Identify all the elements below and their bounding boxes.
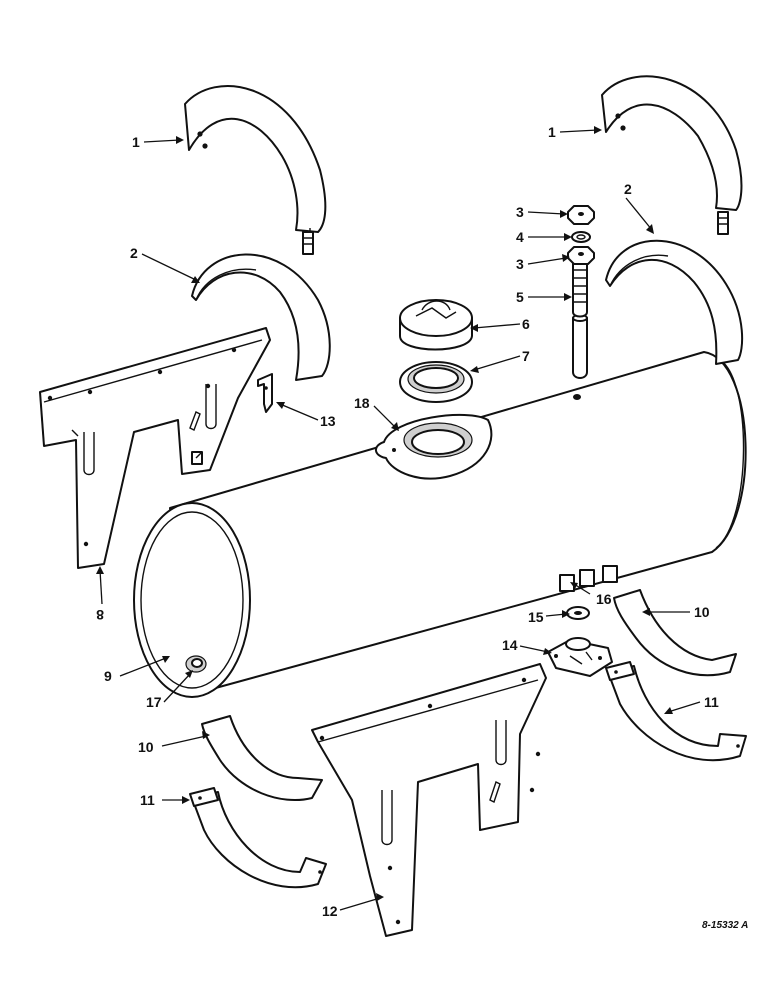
upper-pad-right	[605, 239, 744, 365]
right-saddle-bracket	[311, 663, 547, 937]
callout-17: 17	[146, 694, 162, 710]
drain-plug	[185, 655, 207, 673]
callout-8: 8	[96, 607, 104, 623]
upper-pad-left	[191, 253, 331, 381]
callout-3-lower: 3	[516, 256, 524, 272]
lower-strap-right	[605, 661, 747, 762]
lower-pad-right	[613, 589, 737, 677]
callout-4: 4	[516, 229, 524, 245]
upper-strap-left	[184, 85, 327, 255]
filler-cap	[399, 299, 473, 351]
washer	[566, 606, 590, 620]
hex-nut-lower	[567, 246, 595, 265]
callout-1-left: 1	[132, 134, 140, 150]
callout-15: 15	[528, 609, 544, 625]
callout-14: 14	[502, 637, 518, 653]
callout-13: 13	[320, 413, 336, 429]
callout-2-right: 2	[624, 181, 632, 197]
callout-9: 9	[104, 668, 112, 684]
tank-bottom-fittings	[559, 565, 618, 592]
vent-tube	[572, 314, 588, 379]
filler-neck-flange	[375, 414, 493, 480]
lock-washer	[571, 231, 591, 243]
callout-3-upper: 3	[516, 204, 524, 220]
left-saddle-bracket	[39, 327, 271, 569]
callout-10-left: 10	[138, 739, 154, 755]
hex-nut-upper	[567, 205, 595, 225]
lower-strap-left	[189, 787, 327, 889]
callout-11-left: 11	[140, 792, 155, 808]
callout-16: 16	[596, 591, 612, 607]
callout-1-right: 1	[548, 124, 556, 140]
callout-7: 7	[522, 348, 530, 364]
callout-labels: 1 1 2 2 3 4 3 5 6 7 18 13 8 9 17 16 15 1…	[96, 124, 719, 919]
callout-2-left: 2	[130, 245, 138, 261]
gasket-ring	[399, 361, 473, 403]
callout-12: 12	[322, 903, 338, 919]
upper-strap-right	[601, 75, 743, 235]
callout-10-right: 10	[694, 604, 710, 620]
threaded-stud	[572, 261, 588, 318]
callout-18: 18	[354, 395, 370, 411]
callout-5: 5	[516, 289, 524, 305]
leader-lines	[96, 126, 701, 911]
callout-11-right: 11	[704, 694, 719, 710]
lower-pad-left	[201, 715, 323, 802]
figure-id: 8-15332 A	[702, 920, 748, 931]
small-bracket	[257, 373, 273, 413]
callout-6: 6	[522, 316, 530, 332]
valve-base	[547, 637, 613, 677]
